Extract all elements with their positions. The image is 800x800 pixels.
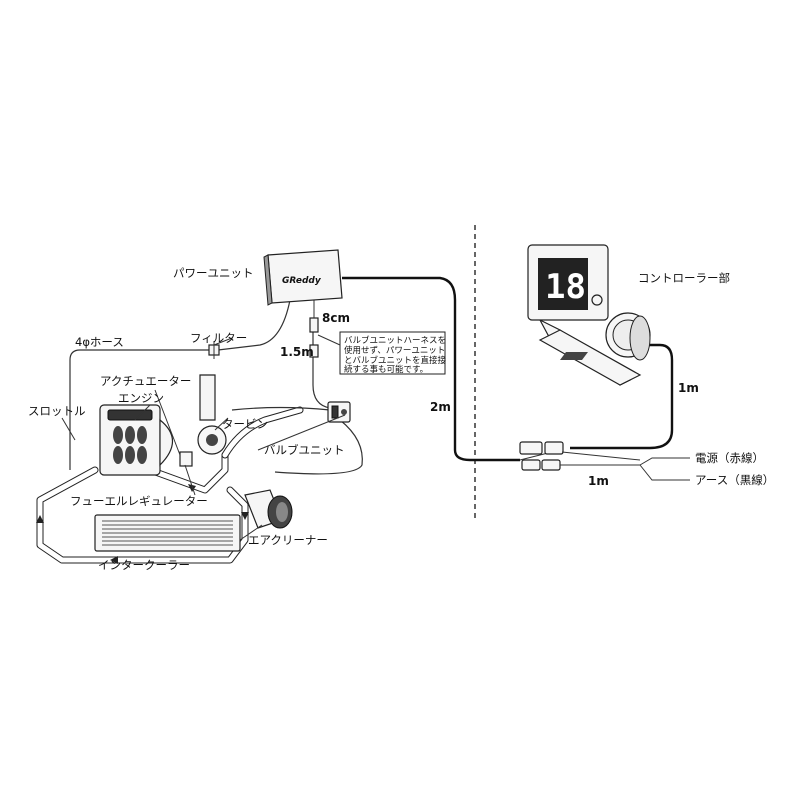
label-valve-unit: バルブユニット bbox=[264, 443, 345, 457]
label-air-cleaner: エアクリーナー bbox=[248, 533, 328, 547]
controller-wire bbox=[570, 343, 674, 450]
leader-lines bbox=[61, 337, 346, 541]
label-fuel-regulator: フューエルレギュレーター bbox=[70, 494, 208, 508]
label-1m-bottom: 1m bbox=[588, 474, 609, 488]
label-engine: エンジン bbox=[118, 391, 164, 405]
label-filter: フィルター bbox=[190, 331, 247, 345]
display-digits: 18 bbox=[545, 267, 586, 307]
label-controller: コントローラー部 bbox=[638, 271, 730, 285]
note-line: バルブユニットハーネスを bbox=[344, 335, 446, 346]
label-power-red: 電源（赤線） bbox=[695, 451, 764, 465]
harness-connectors bbox=[519, 441, 641, 471]
label-intercooler: インタークーラー bbox=[98, 558, 190, 572]
power-unit: GReddy bbox=[263, 249, 343, 306]
label-1m-top: 1m bbox=[678, 381, 699, 395]
label-8cm: 8cm bbox=[322, 311, 350, 325]
vacuum-hoses bbox=[69, 299, 363, 475]
note-line: とバルブユニットを直接接 bbox=[344, 355, 447, 366]
controller: 18 bbox=[527, 244, 651, 386]
power-unit-logo: GReddy bbox=[282, 276, 322, 286]
label-earth-black: アース（黒線） bbox=[695, 473, 774, 487]
valve-connector bbox=[309, 300, 319, 358]
label-power-unit: パワーユニット bbox=[173, 266, 254, 280]
intercooler bbox=[94, 514, 241, 552]
power-earth-wires bbox=[639, 457, 690, 481]
label-actuator: アクチュエーター bbox=[100, 374, 191, 388]
label-turbine: タービン bbox=[222, 417, 268, 431]
air-cleaner bbox=[244, 489, 293, 529]
label-2m: 2m bbox=[430, 400, 451, 414]
note-line: 使用せず、パワーユニット bbox=[344, 345, 445, 356]
label-1-5m: 1.5m bbox=[280, 345, 314, 359]
intake-piping bbox=[36, 406, 304, 564]
note-line: 続する事も可能です。 bbox=[344, 364, 428, 375]
note-callout: バルブユニットハーネスを 使用せず、パワーユニット とバルブユニットを直接接 続… bbox=[317, 331, 447, 375]
power-to-controller-wire bbox=[342, 276, 520, 462]
turbine bbox=[179, 374, 227, 467]
label-hose: 4φホース bbox=[75, 335, 124, 349]
label-throttle: スロットル bbox=[28, 404, 86, 418]
engine bbox=[99, 404, 174, 476]
valve-unit bbox=[327, 401, 351, 423]
